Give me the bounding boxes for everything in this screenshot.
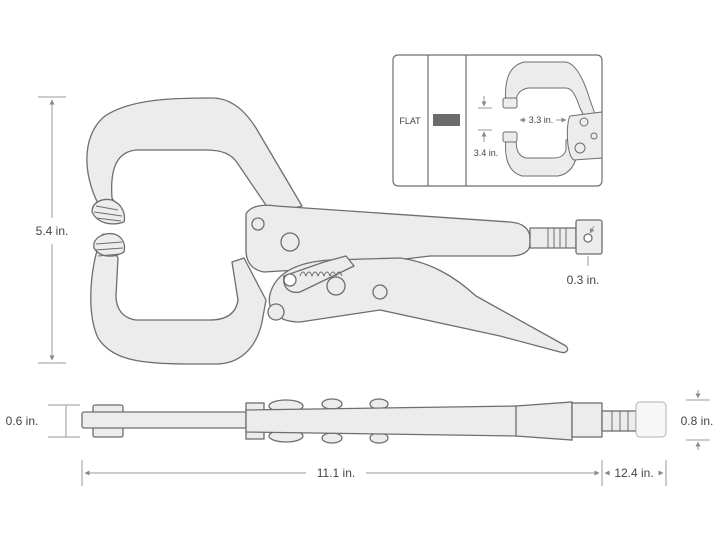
pad-height-label: 0.8 in.: [681, 414, 714, 428]
screw-diameter-label: 0.3 in.: [567, 273, 600, 287]
flat-jaw-swatch: [433, 114, 460, 126]
c-frame: [86, 97, 303, 365]
height-label: 5.4 in.: [36, 224, 69, 238]
screw-diameter-dimension: [587, 225, 595, 266]
rivet: [280, 232, 300, 252]
length-label: 11.1 in.: [317, 466, 355, 480]
jaw-type-inset: [392, 54, 603, 187]
clamp-top-view: [81, 398, 637, 444]
lower-jaw-tip: [93, 232, 126, 257]
top-view-nut: [571, 402, 603, 438]
top-view-screw: [601, 410, 637, 432]
rivet: [372, 284, 388, 300]
max-length-label: 12.4 in.: [614, 466, 653, 480]
rivet: [251, 217, 265, 231]
clamp-side-view: [86, 97, 603, 365]
upper-jaw-tip: [91, 198, 126, 225]
top-view-frame: [81, 411, 253, 429]
length-dimension: [81, 460, 667, 486]
mini-clamp: [502, 61, 603, 177]
thickness-dimension: [48, 404, 80, 438]
rivet: [326, 276, 346, 296]
rivet: [283, 273, 297, 287]
jaw-opening-label: 3.3 in.: [529, 115, 554, 125]
top-view-pad: [635, 401, 667, 438]
spring: [299, 271, 343, 277]
height-dimension: [38, 96, 66, 364]
rivet: [267, 303, 285, 321]
adjustment-screw: [529, 227, 577, 249]
top-view-handle: [245, 405, 531, 437]
top-view-barrel: [515, 401, 573, 441]
pad-height-dimension: [686, 390, 710, 450]
jaw-type-label: FLAT: [399, 116, 421, 126]
throat-depth-label: 3.4 in.: [474, 148, 499, 158]
thickness-label: 0.6 in.: [6, 414, 39, 428]
